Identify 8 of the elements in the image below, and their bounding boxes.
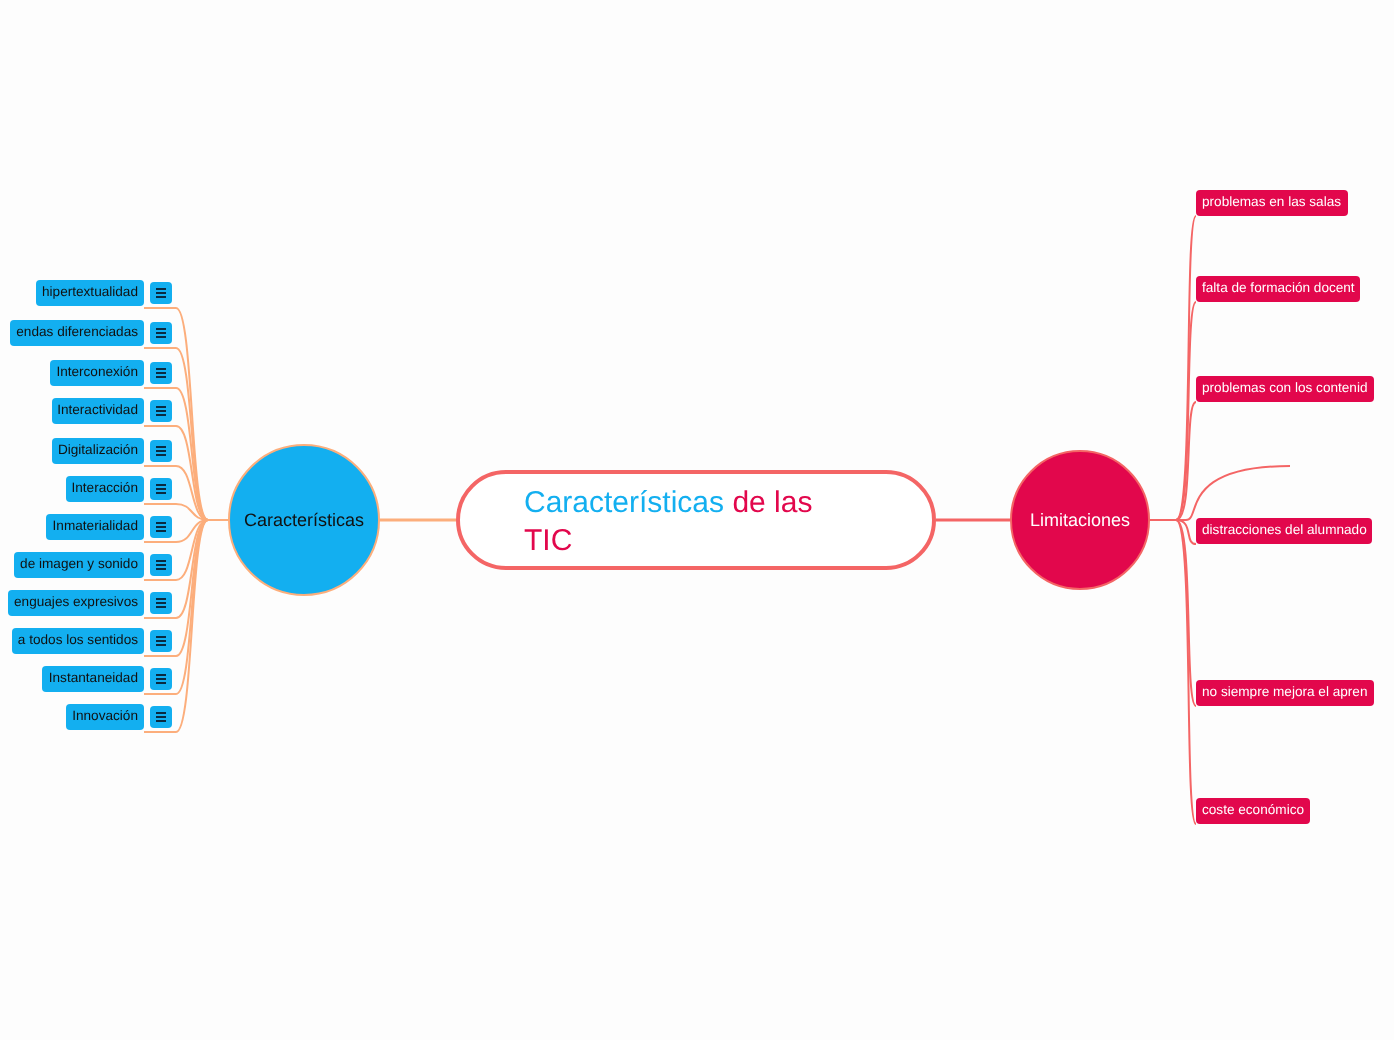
branch-circle: Características [228, 444, 380, 596]
connector-line [1149, 519, 1197, 825]
connector-line [936, 518, 1010, 522]
branch-circle: Limitaciones [1010, 450, 1150, 590]
connector-line [380, 518, 456, 522]
topic-title: Características de las TIC [524, 486, 813, 558]
topic-box [456, 470, 936, 570]
connector-line [143, 519, 229, 733]
